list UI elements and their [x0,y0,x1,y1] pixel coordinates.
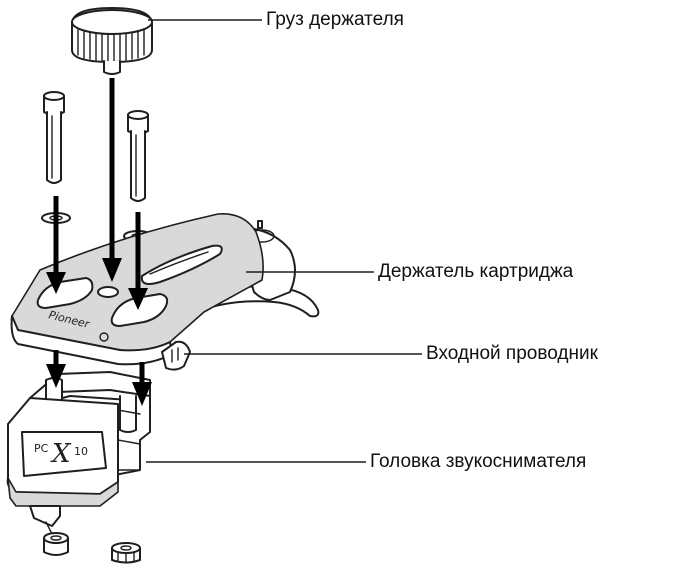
model-prefix: PC [34,442,49,455]
model-x: X [50,439,72,469]
screw-left [43,91,65,184]
headshell-weight [71,7,153,75]
screw-right [127,110,149,202]
nut-right [111,542,141,564]
model-number: 10 [74,445,88,458]
arrow-right-cartridge [132,362,152,406]
assembly-arrows [46,78,152,406]
arrow-left-screw [46,196,66,294]
label-holder: Держатель картриджа [378,261,574,282]
cartridge: PC X 10 [6,371,151,540]
label-cartridge: Головка звукоснимателя [370,451,587,472]
arrow-left-cartridge [46,350,66,388]
leader-lines [146,19,422,463]
nut-left [43,532,69,556]
label-weight: Груз держателя [266,9,404,30]
arrow-weight [102,78,122,282]
arrow-right-screw [128,212,148,310]
label-lead-wire: Входной проводник [426,343,598,364]
